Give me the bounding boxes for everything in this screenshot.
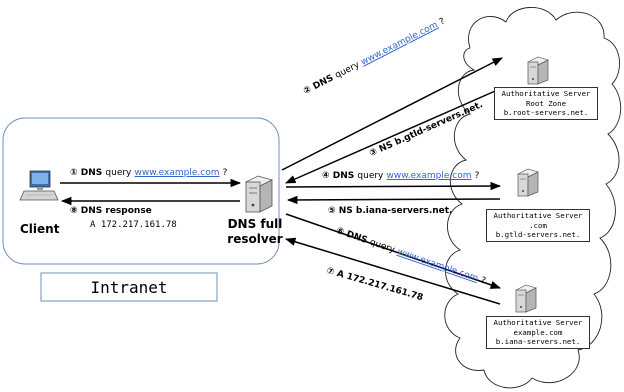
client-label: Client: [20, 222, 60, 236]
step4-suffix: ?: [474, 171, 480, 181]
example-server-zone: example.com: [513, 327, 563, 337]
root-server-title: Authoritative Server: [501, 89, 591, 98]
step5-label: ⑤ NS b.iana-servers.net.: [328, 206, 452, 216]
intranet-zone: [2, 117, 280, 265]
step1-query-word: query: [105, 168, 132, 178]
example-server-host: b.iana-servers.net.: [495, 337, 581, 346]
server-icon: [527, 56, 549, 85]
arrow-step4: [285, 181, 502, 191]
intranet-label-box: [40, 272, 218, 302]
arrow-step3: [285, 87, 503, 184]
resolver-label-line1: DNS full: [227, 217, 283, 231]
root-server-box: Authoritative Server Root Zone b.root-se…: [494, 87, 598, 120]
step8-number: ⑧: [70, 206, 78, 216]
step7-number: ⑦: [325, 266, 336, 278]
step4-domain-link[interactable]: www.example.com: [386, 171, 472, 181]
step4-prefix: DNS: [332, 171, 355, 181]
step8-answer: A 172.217.161.78: [90, 220, 177, 230]
step4-label: ④ DNS query www.example.com ?: [322, 171, 479, 181]
arrow-step2: [281, 57, 503, 171]
root-server-host: b.root-servers.net.: [503, 108, 589, 117]
step5-number: ⑤: [328, 206, 336, 216]
root-server-zone: Root Zone: [525, 98, 567, 108]
step6-number: ⑥: [334, 226, 346, 238]
intranet-label: Intranet: [90, 278, 168, 297]
step1-domain-link[interactable]: www.example.com: [134, 168, 220, 178]
step4-query-word: query: [357, 171, 384, 181]
step8-label: ⑧ DNS response: [70, 206, 152, 216]
step1-prefix: DNS: [80, 168, 103, 178]
arrow-step5: [286, 195, 501, 205]
step5-text: NS b.iana-servers.net.: [338, 206, 453, 216]
step8-text: DNS response: [80, 206, 152, 216]
server-icon: [515, 284, 537, 313]
resolver-label-line2: resolver: [227, 232, 283, 246]
resolver-label: DNS full resolver: [222, 217, 288, 247]
com-server-host: b.gtld-servers.net.: [495, 230, 581, 239]
arrow-step6: [285, 213, 501, 289]
example-server-box: Authoritative Server example.com b.iana-…: [486, 316, 590, 349]
com-server-title: Authoritative Server: [493, 211, 583, 220]
step4-number: ④: [322, 171, 330, 181]
step1-number: ①: [70, 168, 78, 178]
step1-label: ① DNS query www.example.com ?: [70, 168, 227, 178]
server-icon: [517, 168, 539, 197]
step1-suffix: ?: [222, 168, 228, 178]
com-server-zone: .com: [529, 220, 547, 230]
com-server-box: Authoritative Server .com b.gtld-servers…: [486, 209, 590, 242]
computer-icon: [19, 170, 59, 201]
arrow-step7: [284, 237, 501, 305]
server-icon: [245, 175, 273, 213]
example-server-title: Authoritative Server: [493, 318, 583, 327]
